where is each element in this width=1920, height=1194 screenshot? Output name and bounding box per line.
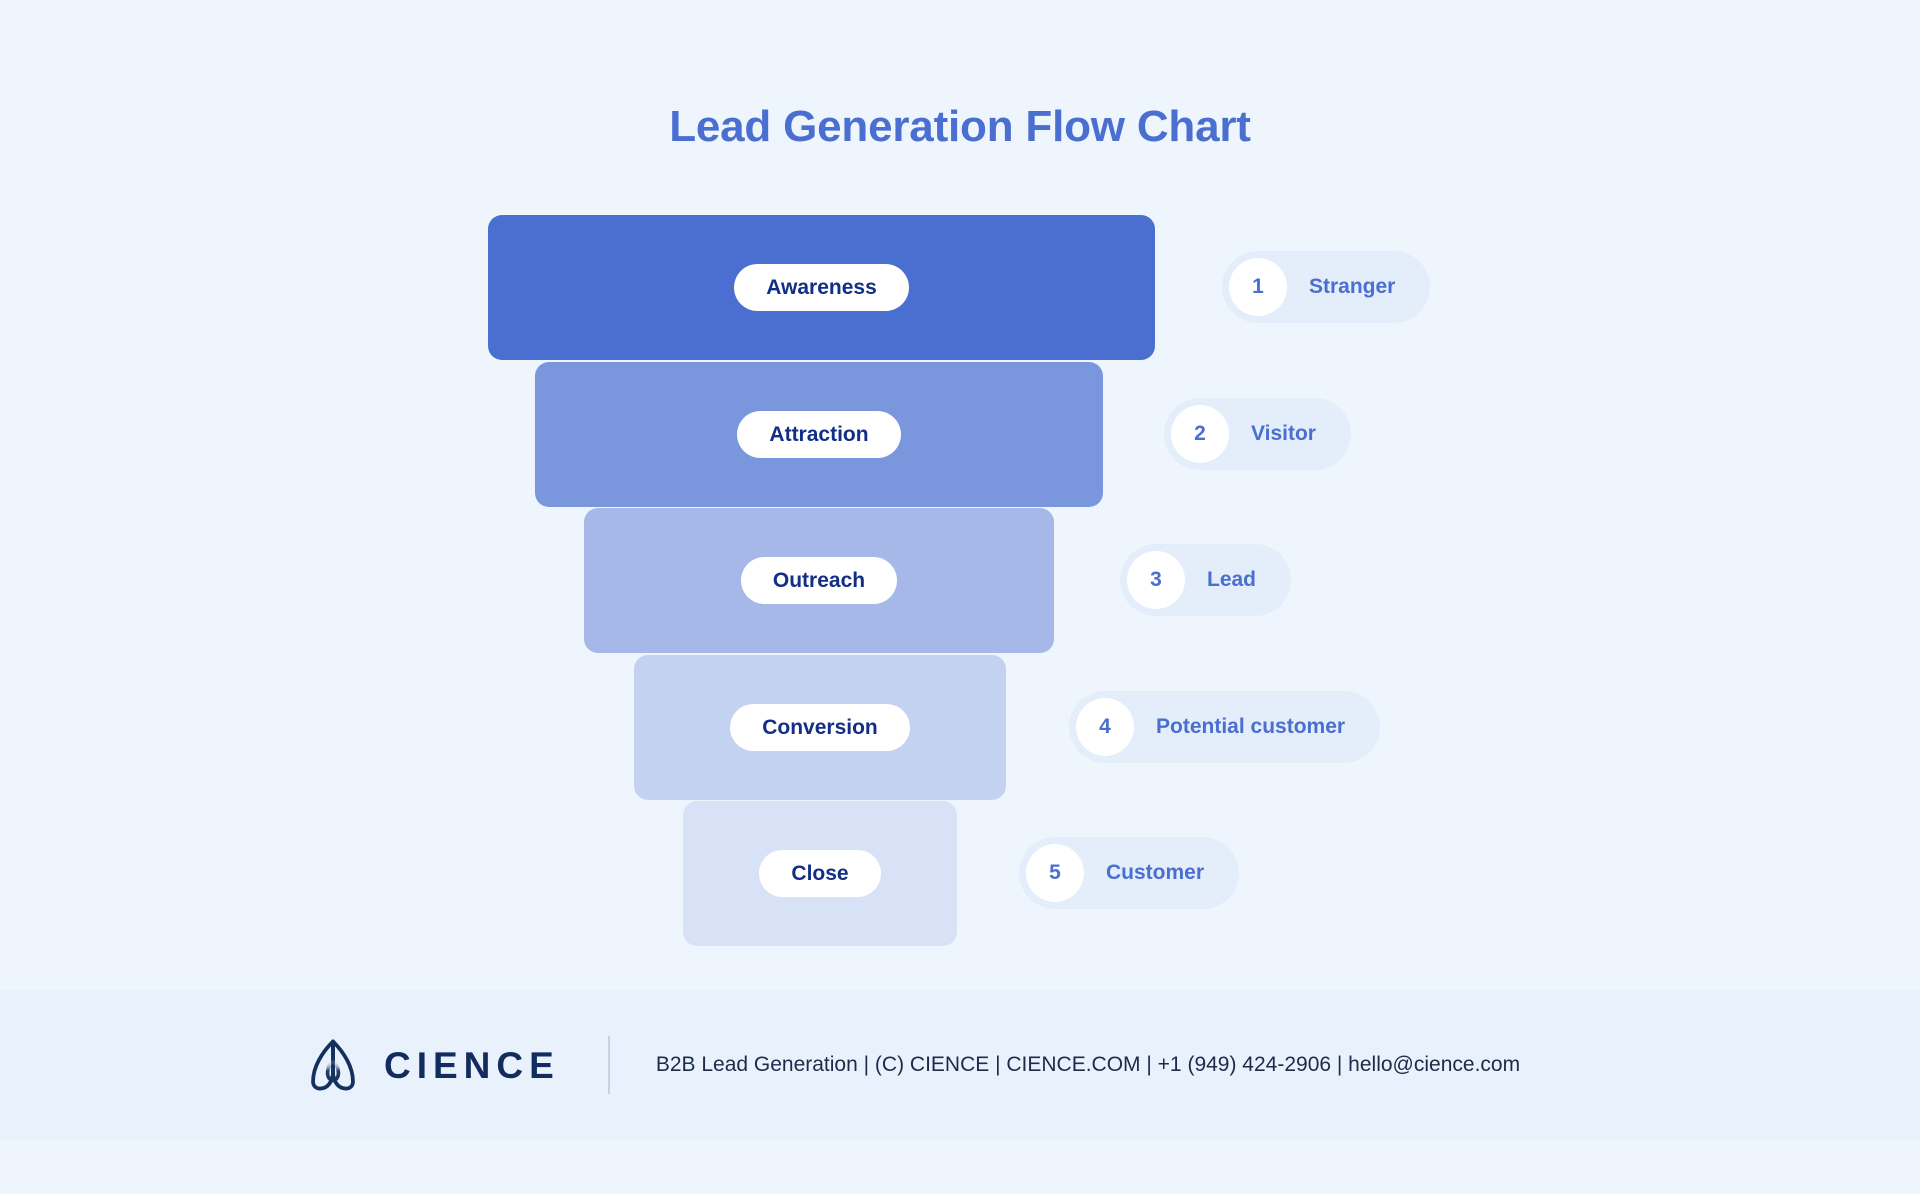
funnel-legend-number: 3 bbox=[1127, 551, 1185, 609]
funnel-bar-attraction[interactable]: Attraction bbox=[535, 362, 1103, 507]
funnel-chart: Awareness 1 Stranger Attraction 2 Visito… bbox=[0, 215, 1920, 946]
funnel-legend-number: 4 bbox=[1076, 698, 1134, 756]
funnel-legend-pill-4[interactable]: 4 Potential customer bbox=[1069, 691, 1381, 763]
funnel-bar-awareness[interactable]: Awareness bbox=[488, 215, 1155, 360]
funnel-bar-label: Outreach bbox=[740, 557, 898, 604]
brand-wordmark: CIENCE bbox=[384, 1044, 560, 1086]
footer-bar: CIENCE B2B Lead Generation | (C) CIENCE … bbox=[0, 990, 1920, 1140]
brand-logo: CIENCE bbox=[304, 1036, 560, 1094]
page-title: Lead Generation Flow Chart bbox=[669, 102, 1251, 151]
funnel-legend-pill-1[interactable]: 1 Stranger bbox=[1222, 251, 1431, 323]
funnel-stage-row: Awareness 1 Stranger bbox=[0, 215, 1920, 360]
funnel-bar-label: Attraction bbox=[737, 411, 901, 458]
funnel-stage-row: Outreach 3 Lead bbox=[0, 508, 1920, 653]
funnel-stage-row: Close 5 Customer bbox=[0, 801, 1920, 946]
funnel-legend-label: Potential customer bbox=[1156, 715, 1346, 738]
funnel-legend-number: 1 bbox=[1229, 258, 1287, 316]
funnel-legend-number: 2 bbox=[1171, 405, 1229, 463]
funnel-stage-row: Attraction 2 Visitor bbox=[0, 362, 1920, 507]
funnel-stage-row: Conversion 4 Potential customer bbox=[0, 655, 1920, 800]
funnel-bar-label: Conversion bbox=[730, 704, 910, 751]
funnel-bar-close[interactable]: Close bbox=[683, 801, 957, 946]
funnel-bar-outreach[interactable]: Outreach bbox=[584, 508, 1054, 653]
funnel-legend-pill-2[interactable]: 2 Visitor bbox=[1164, 398, 1351, 470]
footer-divider bbox=[607, 1036, 610, 1094]
funnel-legend-label: Customer bbox=[1106, 861, 1205, 884]
funnel-legend-label: Lead bbox=[1207, 568, 1257, 591]
funnel-legend-number: 5 bbox=[1026, 844, 1084, 902]
funnel-legend-pill-3[interactable]: 3 Lead bbox=[1120, 544, 1292, 616]
footer-contact-text: B2B Lead Generation | (C) CIENCE | CIENC… bbox=[655, 1053, 1521, 1076]
funnel-legend-label: Visitor bbox=[1251, 422, 1316, 445]
funnel-legend-pill-5[interactable]: 5 Customer bbox=[1019, 837, 1240, 909]
funnel-legend-label: Stranger bbox=[1309, 275, 1396, 298]
funnel-bar-conversion[interactable]: Conversion bbox=[634, 655, 1006, 800]
cience-logo-icon bbox=[311, 1039, 355, 1091]
funnel-bar-label: Awareness bbox=[734, 264, 909, 311]
funnel-bar-label: Close bbox=[759, 850, 881, 897]
footer-content: CIENCE B2B Lead Generation | (C) CIENCE … bbox=[304, 1036, 1520, 1094]
